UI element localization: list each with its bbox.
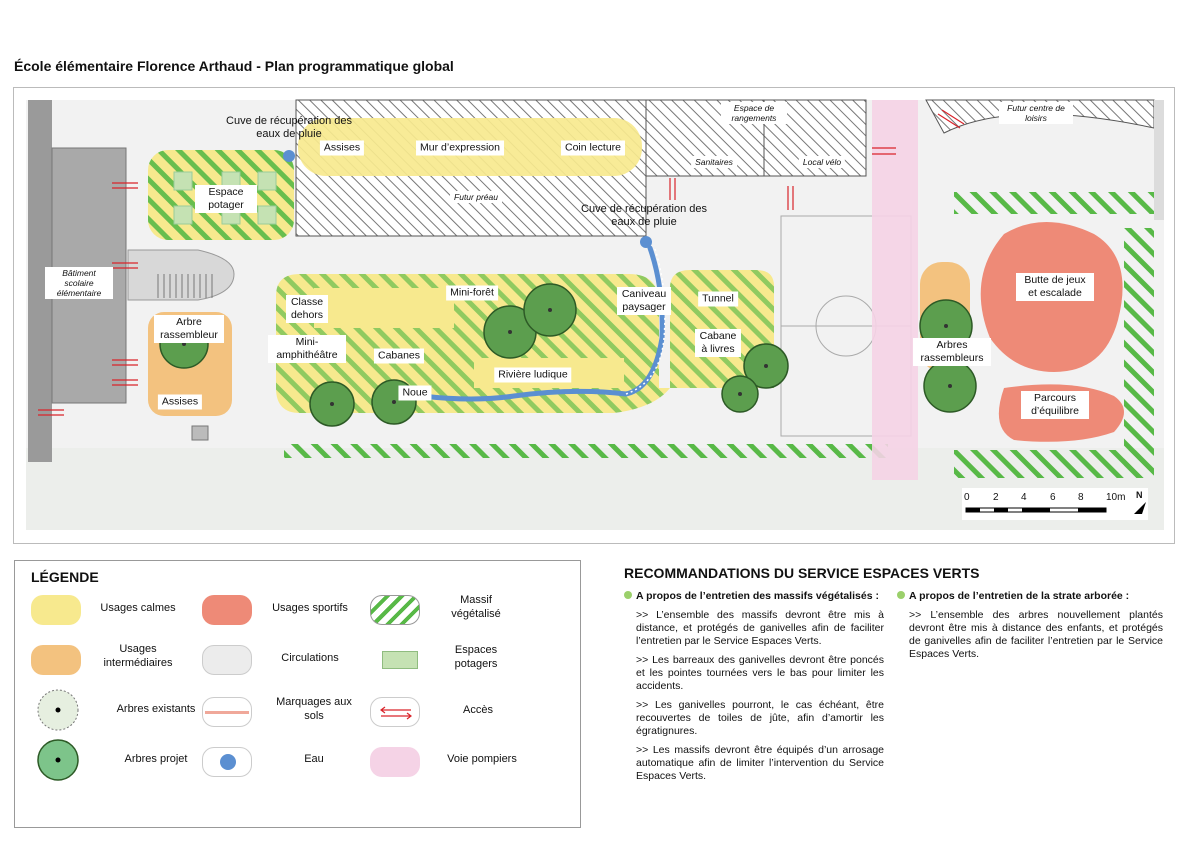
voie-pompiers <box>872 100 918 480</box>
label-classe-dehors: Classe dehors <box>286 295 328 323</box>
scale-tick-4: 4 <box>1021 492 1027 503</box>
label-tunnel: Tunnel <box>698 291 738 307</box>
rec-col1-p1: >> L’ensemble des massifs devront être m… <box>636 609 884 647</box>
legend-usages-inter: Usages intermédiaires <box>103 643 173 669</box>
scale-tick-6: 6 <box>1050 492 1056 503</box>
water-icon <box>220 754 236 770</box>
cuve-2-water <box>640 236 652 248</box>
legend-swatch-potager <box>382 651 418 669</box>
label-cuve-2: Cuve de récupération des eaux de pluie <box>581 203 707 228</box>
page-title: École élémentaire Florence Arthaud - Pla… <box>14 58 454 74</box>
legend-swatch-sport <box>202 595 252 625</box>
label-espace-potager: Espace potager <box>195 185 257 213</box>
massif-sud-est <box>954 450 1154 478</box>
legend-swatch-inter <box>31 645 81 675</box>
massif-nord-est <box>954 192 1154 214</box>
legend-eau: Eau <box>304 753 324 765</box>
legend-massif: Massif végétalisé <box>451 594 501 620</box>
bullet-icon <box>624 591 632 599</box>
scale-tick-0: 0 <box>964 492 970 503</box>
rec-col1-p2: >> Les barreaux des ganivelles devront ê… <box>636 654 884 692</box>
label-riviere: Rivière ludique <box>494 367 572 383</box>
scale-tick-10m: 10m <box>1106 492 1126 503</box>
legend-arbres-projet: Arbres projet <box>124 753 188 765</box>
legend-usages-sportifs: Usages sportifs <box>272 602 348 614</box>
label-arbre-rassembleur: Arbre rassembleur <box>154 315 224 343</box>
site-plan-drawing <box>26 99 1164 530</box>
recommendations-title: RECOMMANDATIONS DU SERVICE ESPACES VERTS <box>624 565 980 581</box>
legend-usages-calmes: Usages calmes <box>100 602 176 614</box>
rec-col2-p1: >> L’ensemble des arbres nouvellement pl… <box>909 609 1163 660</box>
legend-swatch-marquage <box>202 697 252 727</box>
massif-est <box>1124 228 1154 478</box>
legend-panel: LÉGENDE Usages calmes Usages intermédiai… <box>14 560 581 828</box>
legend-swatch-voie <box>370 747 420 777</box>
recommendations-col-2: A propos de l’entretien de la strate arb… <box>897 590 1163 667</box>
bullet-icon <box>897 591 905 599</box>
site-plan-map: Bâtiment scolaire élémentaire Cuve de ré… <box>13 87 1175 544</box>
scale-tick-8: 8 <box>1078 492 1084 503</box>
label-espace-rangements: Espace de rangements <box>721 102 787 124</box>
label-batiment: Bâtiment scolaire élémentaire <box>45 267 113 299</box>
label-sanitaires: Sanitaires <box>691 156 737 168</box>
legend-marquages: Marquages aux sols <box>276 696 352 722</box>
existing-tree-icon <box>37 689 79 731</box>
recommendations-col-1: A propos de l’entretien des massifs végé… <box>624 590 884 789</box>
rec-col1-p3: >> Les ganivelles pourront, le cas échéa… <box>636 699 884 737</box>
legend-swatch-eau <box>202 747 252 777</box>
label-mini-amphi: Mini-amphithéâtre <box>268 335 346 363</box>
label-parcours: Parcours d’équilibre <box>1021 391 1089 419</box>
label-cuve-1: Cuve de récupération des eaux de pluie <box>226 115 352 140</box>
label-noue: Noue <box>398 385 432 401</box>
label-coin-lecture: Coin lecture <box>560 140 626 156</box>
north-label: N <box>1136 490 1143 500</box>
legend-potagers: Espaces potagers <box>454 644 498 670</box>
label-cabane-livres: Cabane à livres <box>695 329 741 357</box>
rec-col1-heading: A propos de l’entretien des massifs végé… <box>624 590 884 603</box>
cuve-1-water <box>283 150 295 162</box>
label-futur-centre: Futur centre de loisirs <box>999 102 1073 124</box>
legend-arbres-existants: Arbres existants <box>116 703 196 715</box>
massif-sud <box>284 444 888 458</box>
legend-swatch-circulation <box>202 645 252 675</box>
access-markers <box>38 109 965 416</box>
label-mini-foret: Mini-forêt <box>446 285 498 301</box>
rec-col2-heading: A propos de l’entretien de la strate arb… <box>897 590 1163 603</box>
legend-swatch-acces <box>370 697 420 727</box>
legend-circulations: Circulations <box>281 652 339 664</box>
label-assises-left: Assises <box>157 394 203 410</box>
rec-col1-p4: >> Les massifs devront être équipés d’un… <box>636 744 884 782</box>
label-cabanes: Cabanes <box>373 348 425 364</box>
label-futur-preau: Futur préau <box>450 191 502 203</box>
legend-swatch-calme <box>31 595 81 625</box>
label-local-velo: Local vélo <box>798 156 846 168</box>
legend-voie-pompiers: Voie pompiers <box>447 753 517 765</box>
label-arbres-rassembleurs: Arbres rassembleurs <box>913 338 991 366</box>
label-butte: Butte de jeux et escalade <box>1016 273 1094 301</box>
access-arrow-icon <box>380 706 412 720</box>
label-caniveau: Caniveau paysager <box>617 287 671 315</box>
legend-title: LÉGENDE <box>31 569 99 585</box>
label-mur-expression: Mur d’expression <box>416 140 504 156</box>
label-assises-top: Assises <box>319 140 365 156</box>
legend-acces: Accès <box>463 704 493 716</box>
project-tree-icon <box>37 739 79 781</box>
scale-bar: 0 2 4 6 8 10m N <box>962 488 1148 520</box>
scale-tick-2: 2 <box>993 492 999 503</box>
north-arrow-icon <box>1134 502 1146 514</box>
legend-swatch-massif <box>370 595 420 625</box>
